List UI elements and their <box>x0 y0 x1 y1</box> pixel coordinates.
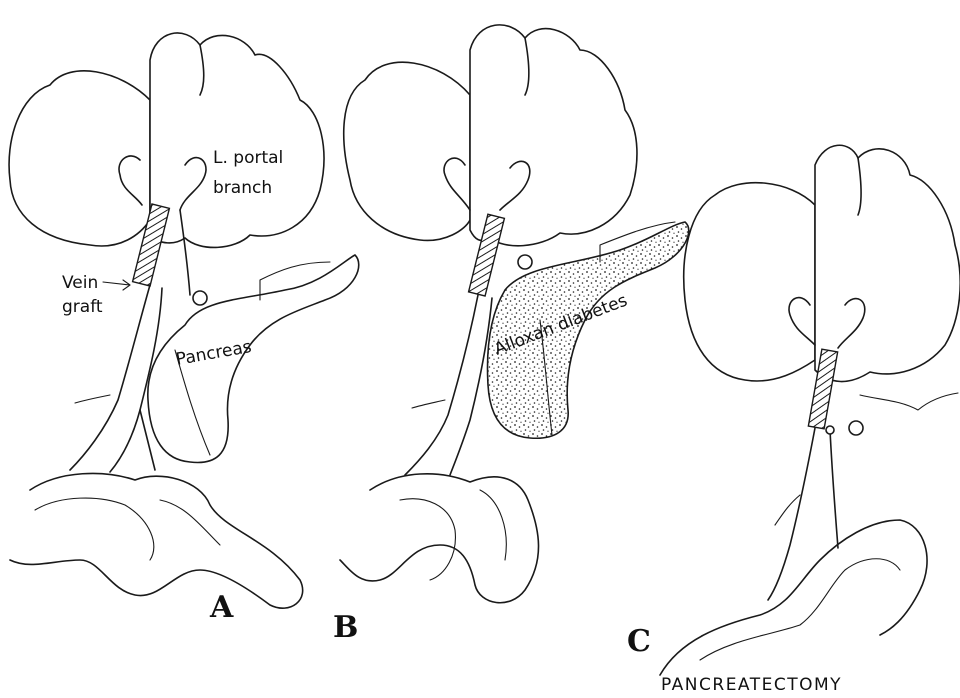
label-vein-graft-line1: Vein <box>62 273 98 293</box>
panel-a <box>9 33 359 608</box>
intestine-a <box>10 473 303 608</box>
panel-b <box>340 25 689 603</box>
liver-b-right <box>470 25 637 246</box>
liver-central-lobe <box>150 33 324 247</box>
ligated-vessel-b <box>518 255 532 269</box>
intestine-b <box>340 474 539 603</box>
ligated-vessel-c2 <box>849 421 863 435</box>
panel-c <box>660 145 960 675</box>
liver-left-lobe <box>9 71 150 246</box>
vein-graft-arrow <box>103 280 130 290</box>
label-portal-branch-line1: L. portal <box>213 148 283 168</box>
ligated-vessel-a <box>193 291 207 305</box>
panel-letter-b: B <box>333 610 358 645</box>
liver-c-left <box>684 183 815 381</box>
intestine-c <box>660 520 927 675</box>
panel-letter-a: A <box>209 590 234 625</box>
liver-c-right <box>815 145 960 381</box>
label-portal-branch-line2: branch <box>213 178 272 198</box>
label-vein-graft-line2: graft <box>62 297 103 317</box>
liver-b-left <box>344 62 470 240</box>
ligated-vessel-c1 <box>826 426 834 434</box>
caption-pancreatectomy: PANCREATECTOMY <box>661 675 842 695</box>
panel-letter-c: C <box>627 624 651 659</box>
